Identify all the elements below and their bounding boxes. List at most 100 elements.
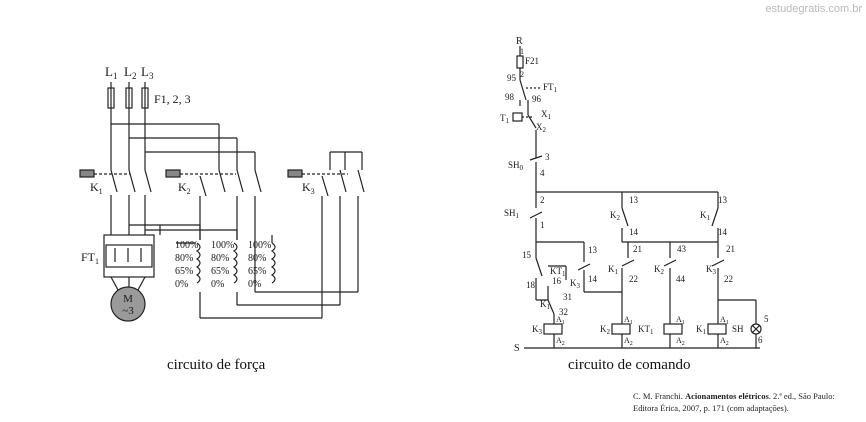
tap-80-c: 80% [248,253,266,264]
svg-text:13: 13 [718,195,728,205]
command-circuit: R F21 1 2 95 FT1 98 96 T1 X1 X2 SH0 3 4 … [500,36,769,354]
x2-label: X2 [536,122,547,134]
svg-text:A1: A1 [720,315,729,326]
svg-text:21: 21 [726,244,735,254]
phase-label-l1: L1 [105,64,117,81]
power-circuit: L1 L2 L3 F1, 2, 3 [79,64,365,322]
svg-text:A1: A1 [556,315,565,326]
k2-label: K2 [178,180,191,196]
coil-k3 [543,323,563,335]
command-circuit-caption: circuito de comando [568,357,691,373]
svg-text:5: 5 [764,314,769,324]
k2-seal-label: K2 [610,210,621,222]
watermark: estudegratis.com.br [765,3,862,15]
k1-nc2-label: K1 [608,264,619,276]
svg-text:2: 2 [540,195,545,205]
sh1-label: SH1 [504,208,520,220]
svg-text:A2: A2 [720,336,729,347]
tap-80-b: 80% [211,253,229,264]
motor [110,286,146,322]
svg-text:31: 31 [563,292,572,302]
coil-kt1-label: KT1 [638,324,654,336]
phase-label-l3: L3 [141,64,154,81]
svg-text:18: 18 [526,280,536,290]
svg-text:32: 32 [559,307,568,317]
overload-label: FT1 [81,250,99,266]
tap-100-a: 100% [175,240,198,251]
svg-text:A2: A2 [624,336,633,347]
tap-65-a: 65% [175,266,193,277]
tap-80-a: 80% [175,253,193,264]
tap-0-b: 0% [211,279,224,290]
ft1-contact-label: FT1 [543,82,558,94]
coil-k1-label: K1 [696,324,707,336]
fuse-f21-label: F21 [525,56,539,66]
fuse-label: F1, 2, 3 [154,92,191,106]
svg-text:44: 44 [676,274,686,284]
svg-text:13: 13 [629,195,639,205]
svg-text:95: 95 [507,73,517,83]
coil-k2-label: K2 [600,324,611,336]
k3-nc2-label: K3 [706,264,717,276]
coil-k3-label: K3 [532,324,543,336]
svg-text:6: 6 [758,335,763,345]
motor-label-bottom: ~3 [122,305,134,317]
tap-0-a: 0% [175,279,188,290]
svg-text:3: 3 [545,152,550,162]
svg-text:1: 1 [520,47,524,56]
coil-k2 [611,323,631,335]
svg-text:A2: A2 [556,336,565,347]
svg-text:A2: A2 [676,336,685,347]
sh0-label: SH0 [508,160,524,172]
svg-text:43: 43 [677,244,687,254]
supply-s: S [514,343,520,354]
phase-label-l2: L2 [124,64,136,81]
timer-t1 [512,112,523,122]
supply-r: R [516,36,523,47]
svg-text:16: 16 [552,276,562,286]
svg-text:2: 2 [520,70,524,79]
k3-nc-label: K3 [570,278,581,290]
svg-text:14: 14 [718,227,728,237]
k1-label: K1 [90,180,103,196]
tap-65-c: 65% [248,266,266,277]
source-credit: C. M. Franchi. Acionamentos elétricos. 2… [633,391,835,413]
svg-text:4: 4 [540,168,545,178]
tap-block-1 [176,242,201,284]
tap-65-b: 65% [211,266,229,277]
k2-actuator [165,169,181,178]
tap-100-c: 100% [248,240,271,251]
svg-text:21: 21 [633,244,642,254]
tap-block-3 [270,235,276,284]
k1-nc-label: K1 [540,299,551,311]
svg-text:22: 22 [724,274,733,284]
k1-seal-label: K1 [700,210,711,222]
power-circuit-caption: circuito de força [167,357,266,373]
coil-kt1 [663,323,683,335]
x1-label: X1 [541,109,552,121]
k3-actuator [287,169,303,178]
svg-text:96: 96 [532,94,542,104]
kt1-label: KT1 [550,266,566,278]
k1-actuator [79,169,95,178]
tap-0-c: 0% [248,279,261,290]
fuse-f21 [516,55,524,69]
svg-text:13: 13 [588,245,598,255]
coil-k1 [707,323,727,335]
svg-text:14: 14 [588,274,598,284]
t1-label: T1 [500,113,510,125]
overload-relay [105,244,153,268]
k2-nc-label: K2 [654,264,665,276]
k3-label: K3 [302,180,315,196]
motor-label-top: M [123,293,133,305]
tap-block-2 [232,242,238,284]
svg-text:98: 98 [505,92,515,102]
svg-text:22: 22 [629,274,638,284]
svg-text:A1: A1 [624,315,633,326]
svg-text:15: 15 [522,250,532,260]
svg-text:14: 14 [629,227,639,237]
tap-100-b: 100% [211,240,234,251]
lamp-sh-label: SH [732,324,744,334]
svg-text:A1: A1 [676,315,685,326]
